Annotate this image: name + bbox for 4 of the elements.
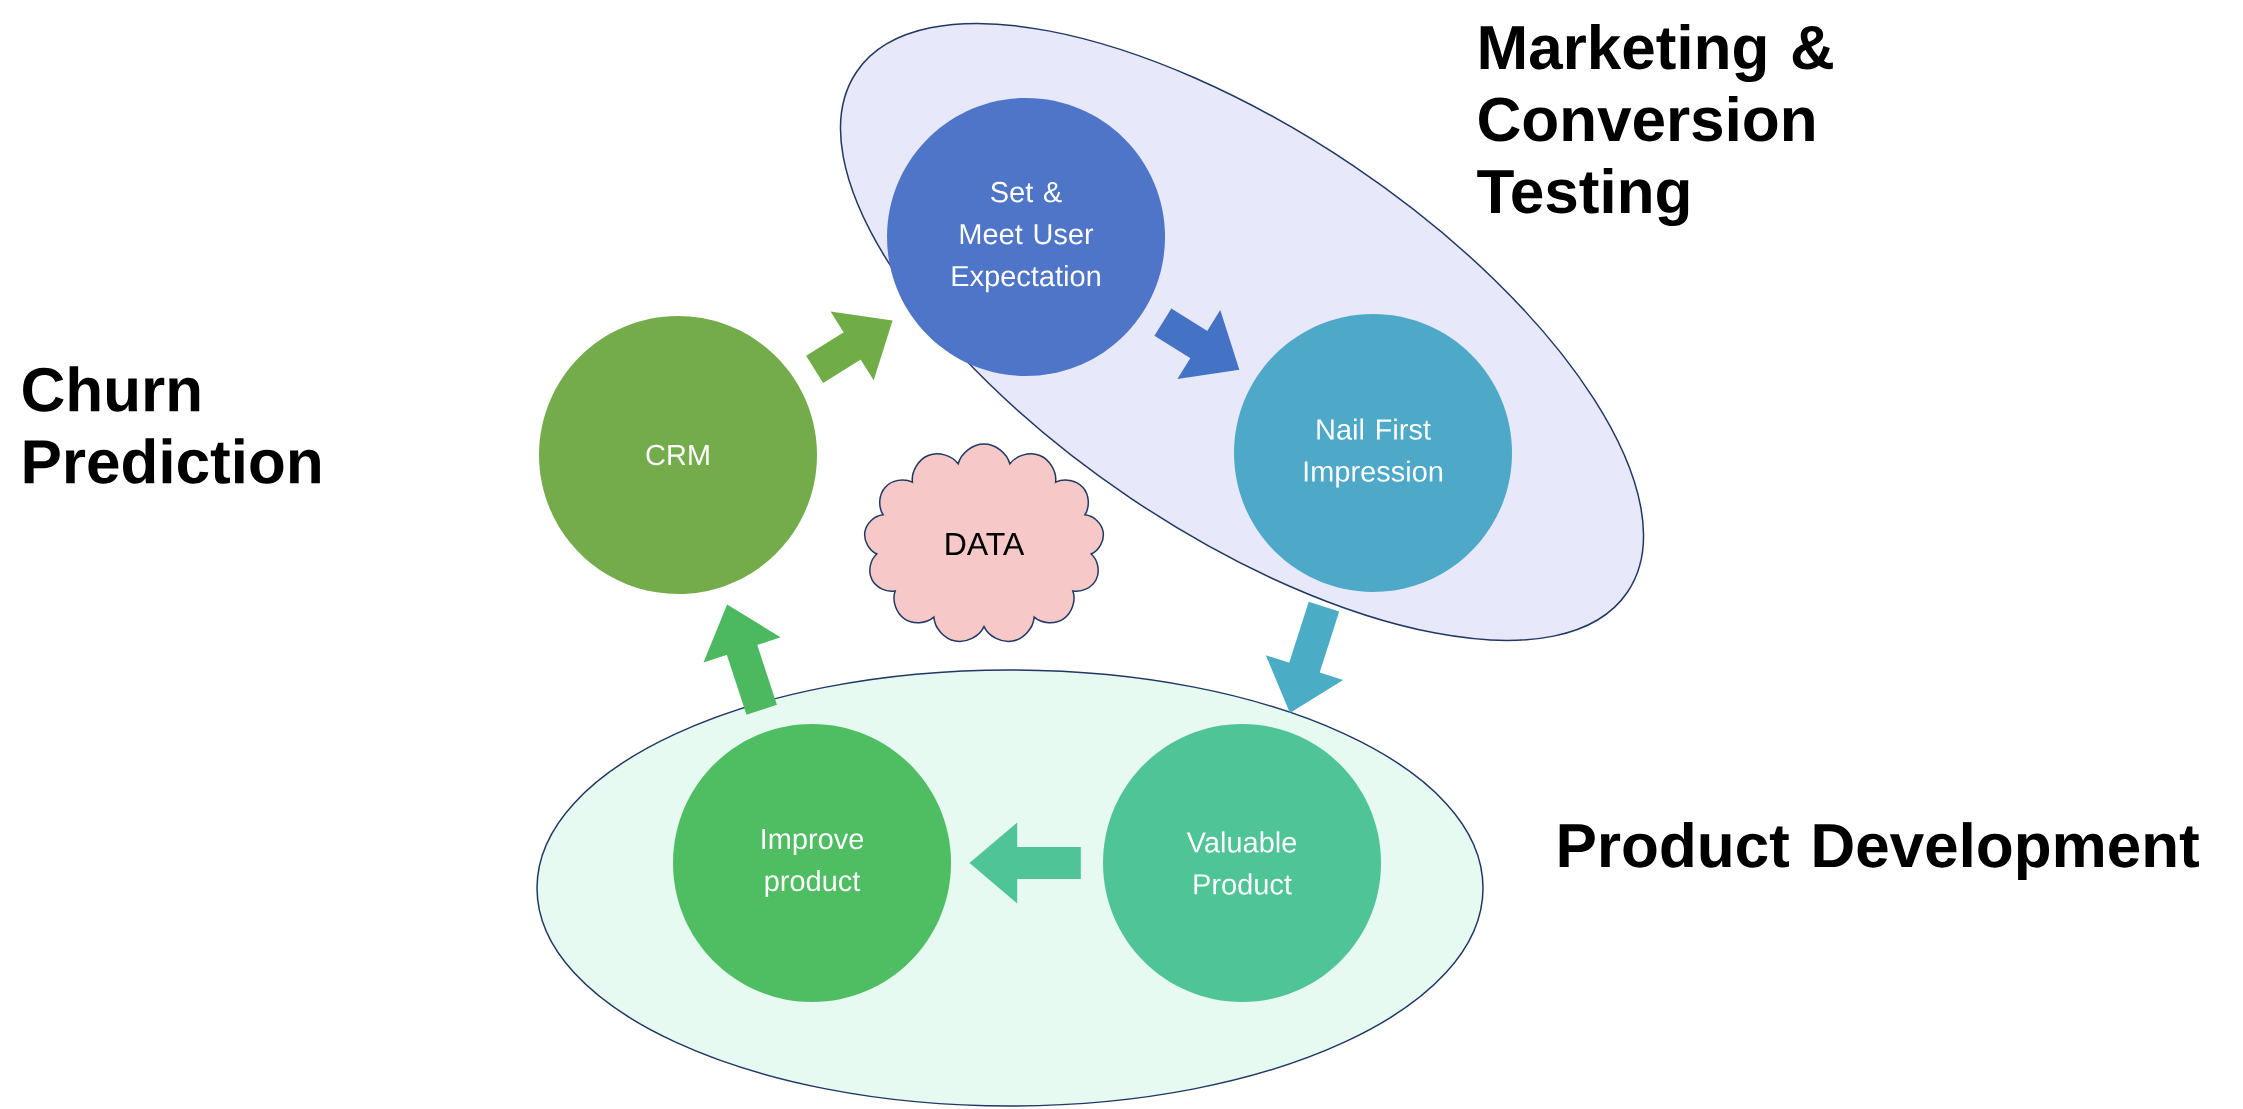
data-cloud: DATA: [863, 443, 1105, 643]
group-heading: Marketing & Conversion Testing: [1477, 23, 1833, 227]
group-heading: Product Development: [1559, 822, 2199, 880]
section-heading: Churn Prediction: [23, 366, 320, 484]
